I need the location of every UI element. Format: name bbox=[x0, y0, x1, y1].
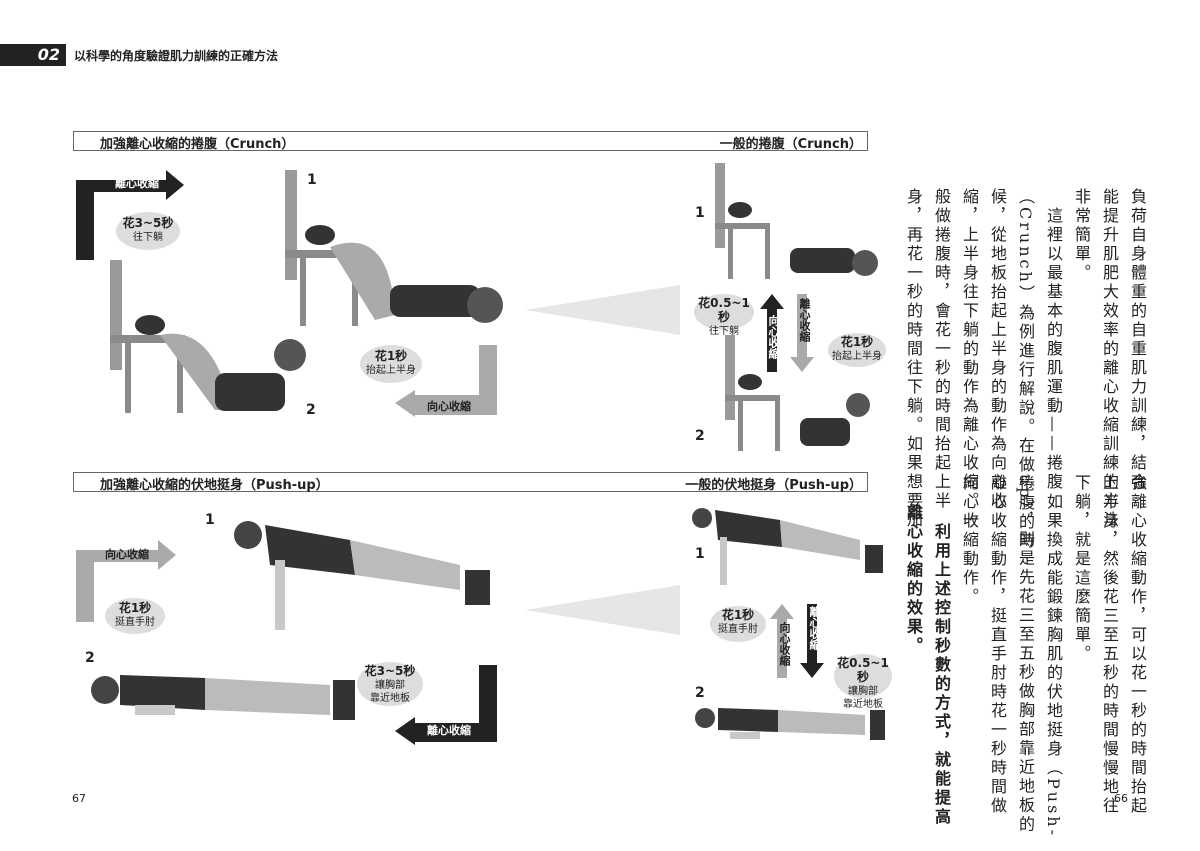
crunch-vertical-arrows bbox=[760, 294, 814, 372]
crunch-position-1-figure bbox=[285, 170, 503, 326]
pushup-section-bar bbox=[73, 472, 868, 492]
crunch-right-down-oval: 花0.5~1秒往下躺 bbox=[694, 294, 754, 337]
body-text-column: 下躺，就是這麼簡單。 bbox=[1072, 474, 1091, 664]
pushup-position-1-figure bbox=[234, 521, 490, 630]
crunch-normal-position-2 bbox=[725, 335, 870, 451]
crunch-left-step1: 1 bbox=[307, 172, 317, 188]
pushup-right-down-oval: 花0.5~1秒讓胸部靠近地板 bbox=[834, 654, 892, 710]
crunch-concentric-label: 向心收縮 bbox=[427, 400, 471, 413]
pushup-normal-position-2 bbox=[695, 708, 885, 740]
pushup-left-up-oval: 花1秒挺直手肘 bbox=[105, 598, 165, 634]
pushup-right-up-oval: 花1秒挺直手肘 bbox=[710, 606, 766, 642]
pushup-left-title: 加強離心收縮的伏地挺身（Push-up） bbox=[100, 478, 329, 493]
eccentric-elbow-arrow bbox=[76, 170, 184, 260]
pushup-right-down-label: 離心收縮 bbox=[808, 606, 821, 650]
chapter-number: 02 bbox=[0, 44, 66, 66]
body-text-column: 負荷自身體重的自重肌力訓練，結合 bbox=[1128, 188, 1147, 492]
body-text-column: 上半身，然後花三至五秒的時間慢慢地往 bbox=[1100, 474, 1119, 816]
body-text-column: 向心收縮動作。 bbox=[960, 474, 979, 607]
pushup-concentric-elbow-arrow bbox=[76, 540, 176, 622]
pushup-eccentric-elbow-arrow bbox=[395, 665, 497, 745]
crunch-eccentric-label: 離心收縮 bbox=[115, 177, 159, 190]
pushup-left-step2: 2 bbox=[85, 650, 95, 666]
pushup-normal-position-1 bbox=[692, 508, 883, 585]
crunch-left-up-oval: 花1秒抬起上半身 bbox=[360, 345, 422, 383]
body-text-column: 非常簡單。 bbox=[1072, 188, 1091, 283]
pushup-position-2-figure bbox=[91, 675, 355, 720]
crunch-left-step2: 2 bbox=[306, 402, 316, 418]
body-text-column: 縮，上半身往下躺的動作為離心收縮。一 bbox=[960, 188, 979, 530]
crunch-right-step2: 2 bbox=[695, 428, 705, 444]
body-text-column: 候，從地板抬起上半身的動作為向心收 bbox=[988, 188, 1007, 511]
pushup-right-up-label: 向心收縮 bbox=[778, 622, 791, 666]
pushup-right-step2: 2 bbox=[695, 685, 705, 701]
body-text-column: 強離心收縮動作，可以花一秒的時間抬起 bbox=[1128, 474, 1147, 816]
body-text-column: （Crunch）為例進行解說。在做捲腹的時 bbox=[1016, 188, 1035, 551]
pushup-right-title: 一般的伏地挺身（Push-up） bbox=[685, 478, 862, 493]
crunch-right-up-oval: 花1秒抬起上半身 bbox=[828, 333, 886, 367]
body-text-column: 能提升肌肥大效率的離心收縮訓練的方法 bbox=[1100, 188, 1119, 530]
crunch-section-bar bbox=[73, 131, 868, 151]
pushup-right-step1: 1 bbox=[695, 546, 705, 562]
body-text-column: 如果換成能鍛鍊胸肌的伏地挺身（Push- bbox=[1044, 474, 1063, 838]
crunch-right-title: 一般的捲腹（Crunch） bbox=[719, 137, 862, 152]
body-text: 負荷自身體重的自重肌力訓練，結合能提升肌肥大效率的離心收縮訓練的方法非常簡單。 … bbox=[892, 188, 1154, 838]
chapter-title: 以科學的角度驗證肌力訓練的正確方法 bbox=[74, 49, 279, 63]
pushup-vertical-arrows bbox=[770, 604, 824, 678]
comparison-wedge bbox=[525, 285, 680, 335]
body-text-column: 般做捲腹時，會花一秒的時間抬起上半 bbox=[932, 188, 951, 511]
crunch-normal-position-1 bbox=[715, 163, 878, 279]
crunch-left-down-oval: 花3~5秒往下躺 bbox=[116, 212, 180, 250]
concentric-elbow-arrow bbox=[395, 345, 497, 417]
crunch-right-up-label: 向心收縮 bbox=[767, 315, 780, 359]
pushup-comparison-wedge bbox=[525, 585, 680, 635]
pushup-concentric-label: 向心收縮 bbox=[105, 548, 149, 561]
body-text-column: 離心收縮的效果。 bbox=[904, 504, 923, 656]
body-text-column: up），則是先花三至五秒做胸部靠近地板的 bbox=[1016, 474, 1035, 835]
page-number-right: 66 bbox=[1114, 792, 1128, 805]
pushup-left-down-oval: 花3~5秒讓胸部靠近地板 bbox=[357, 662, 423, 706]
crunch-left-title: 加強離心收縮的捲腹（Crunch） bbox=[100, 137, 295, 152]
crunch-right-down-label: 離心收縮 bbox=[798, 298, 811, 342]
crunch-position-2-figure bbox=[110, 260, 306, 413]
pushup-left-step1: 1 bbox=[205, 512, 215, 528]
body-text-column: 身，再花一秒的時間往下躺。如果想要加 bbox=[904, 188, 923, 530]
page-number-left: 67 bbox=[72, 792, 86, 805]
body-text-column: 這裡以最基本的腹肌運動——捲腹 bbox=[1044, 188, 1063, 492]
body-text-column: 離心收縮動作，挺直手肘時花一秒時間做 bbox=[988, 474, 1007, 816]
pushup-eccentric-label: 離心收縮 bbox=[427, 724, 471, 737]
body-text-column: 利用上述控制秒數的方式，就能提高 bbox=[932, 504, 951, 827]
crunch-right-step1: 1 bbox=[695, 205, 705, 221]
